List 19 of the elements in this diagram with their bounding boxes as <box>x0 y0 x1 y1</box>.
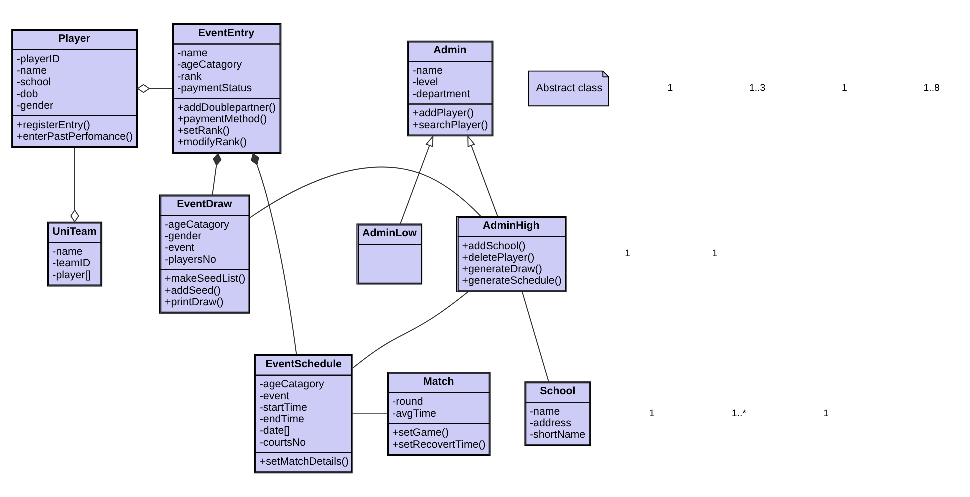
arrow <box>468 135 498 217</box>
label: 1..3 <box>749 83 766 94</box>
label: 1 <box>649 408 655 420</box>
connector <box>251 152 298 356</box>
connector <box>249 166 482 219</box>
label: 1 <box>712 248 718 260</box>
arrow <box>400 135 434 225</box>
connector <box>352 292 469 370</box>
label: 1..8 <box>924 83 940 94</box>
connector <box>70 147 80 223</box>
connector <box>522 292 550 382</box>
label: 1 <box>625 248 631 260</box>
label: 1..* <box>732 408 746 420</box>
label: 1 <box>824 408 829 420</box>
label: 1 <box>668 83 674 94</box>
connector <box>137 84 174 94</box>
connector <box>212 153 222 196</box>
connector <box>352 414 388 415</box>
label: 1 <box>842 83 848 94</box>
